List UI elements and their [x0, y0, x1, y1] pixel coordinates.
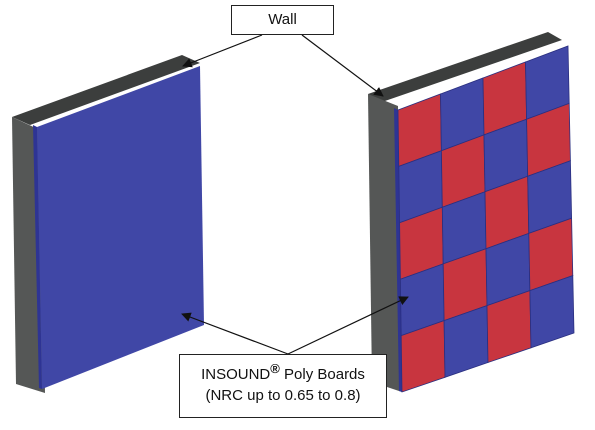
wall-callout-box: Wall	[231, 5, 334, 35]
boards-title-line: INSOUND® Poly Boards	[180, 361, 386, 385]
nrc-spec-line: (NRC up to 0.65 to 0.8)	[205, 387, 361, 404]
boards-callout-box: INSOUND® Poly Boards (NRC up to 0.65 to …	[179, 354, 387, 418]
wall-arrow-left	[182, 34, 263, 68]
checker-tile-blue	[529, 275, 575, 349]
left-board-face	[37, 66, 204, 389]
product-name: Poly Boards	[279, 366, 365, 383]
left-board-edge	[33, 125, 42, 389]
right-wall-assembly	[368, 32, 575, 393]
right-wall-top-face	[368, 32, 562, 102]
right-wall-front-face	[368, 94, 402, 392]
wall-arrow-right	[301, 34, 384, 97]
registered-trademark-mark: ®	[270, 361, 280, 376]
leader-arrows	[181, 34, 409, 355]
left-wall-assembly	[12, 55, 204, 393]
left-wall-top-face	[12, 55, 200, 125]
checker-board-face	[397, 45, 575, 393]
brand-name: INSOUND	[201, 366, 271, 383]
wall-label: Wall	[268, 11, 297, 28]
boards-arrow-right	[287, 296, 409, 355]
right-board-edge	[394, 108, 402, 392]
boards-arrow-left	[181, 312, 289, 355]
